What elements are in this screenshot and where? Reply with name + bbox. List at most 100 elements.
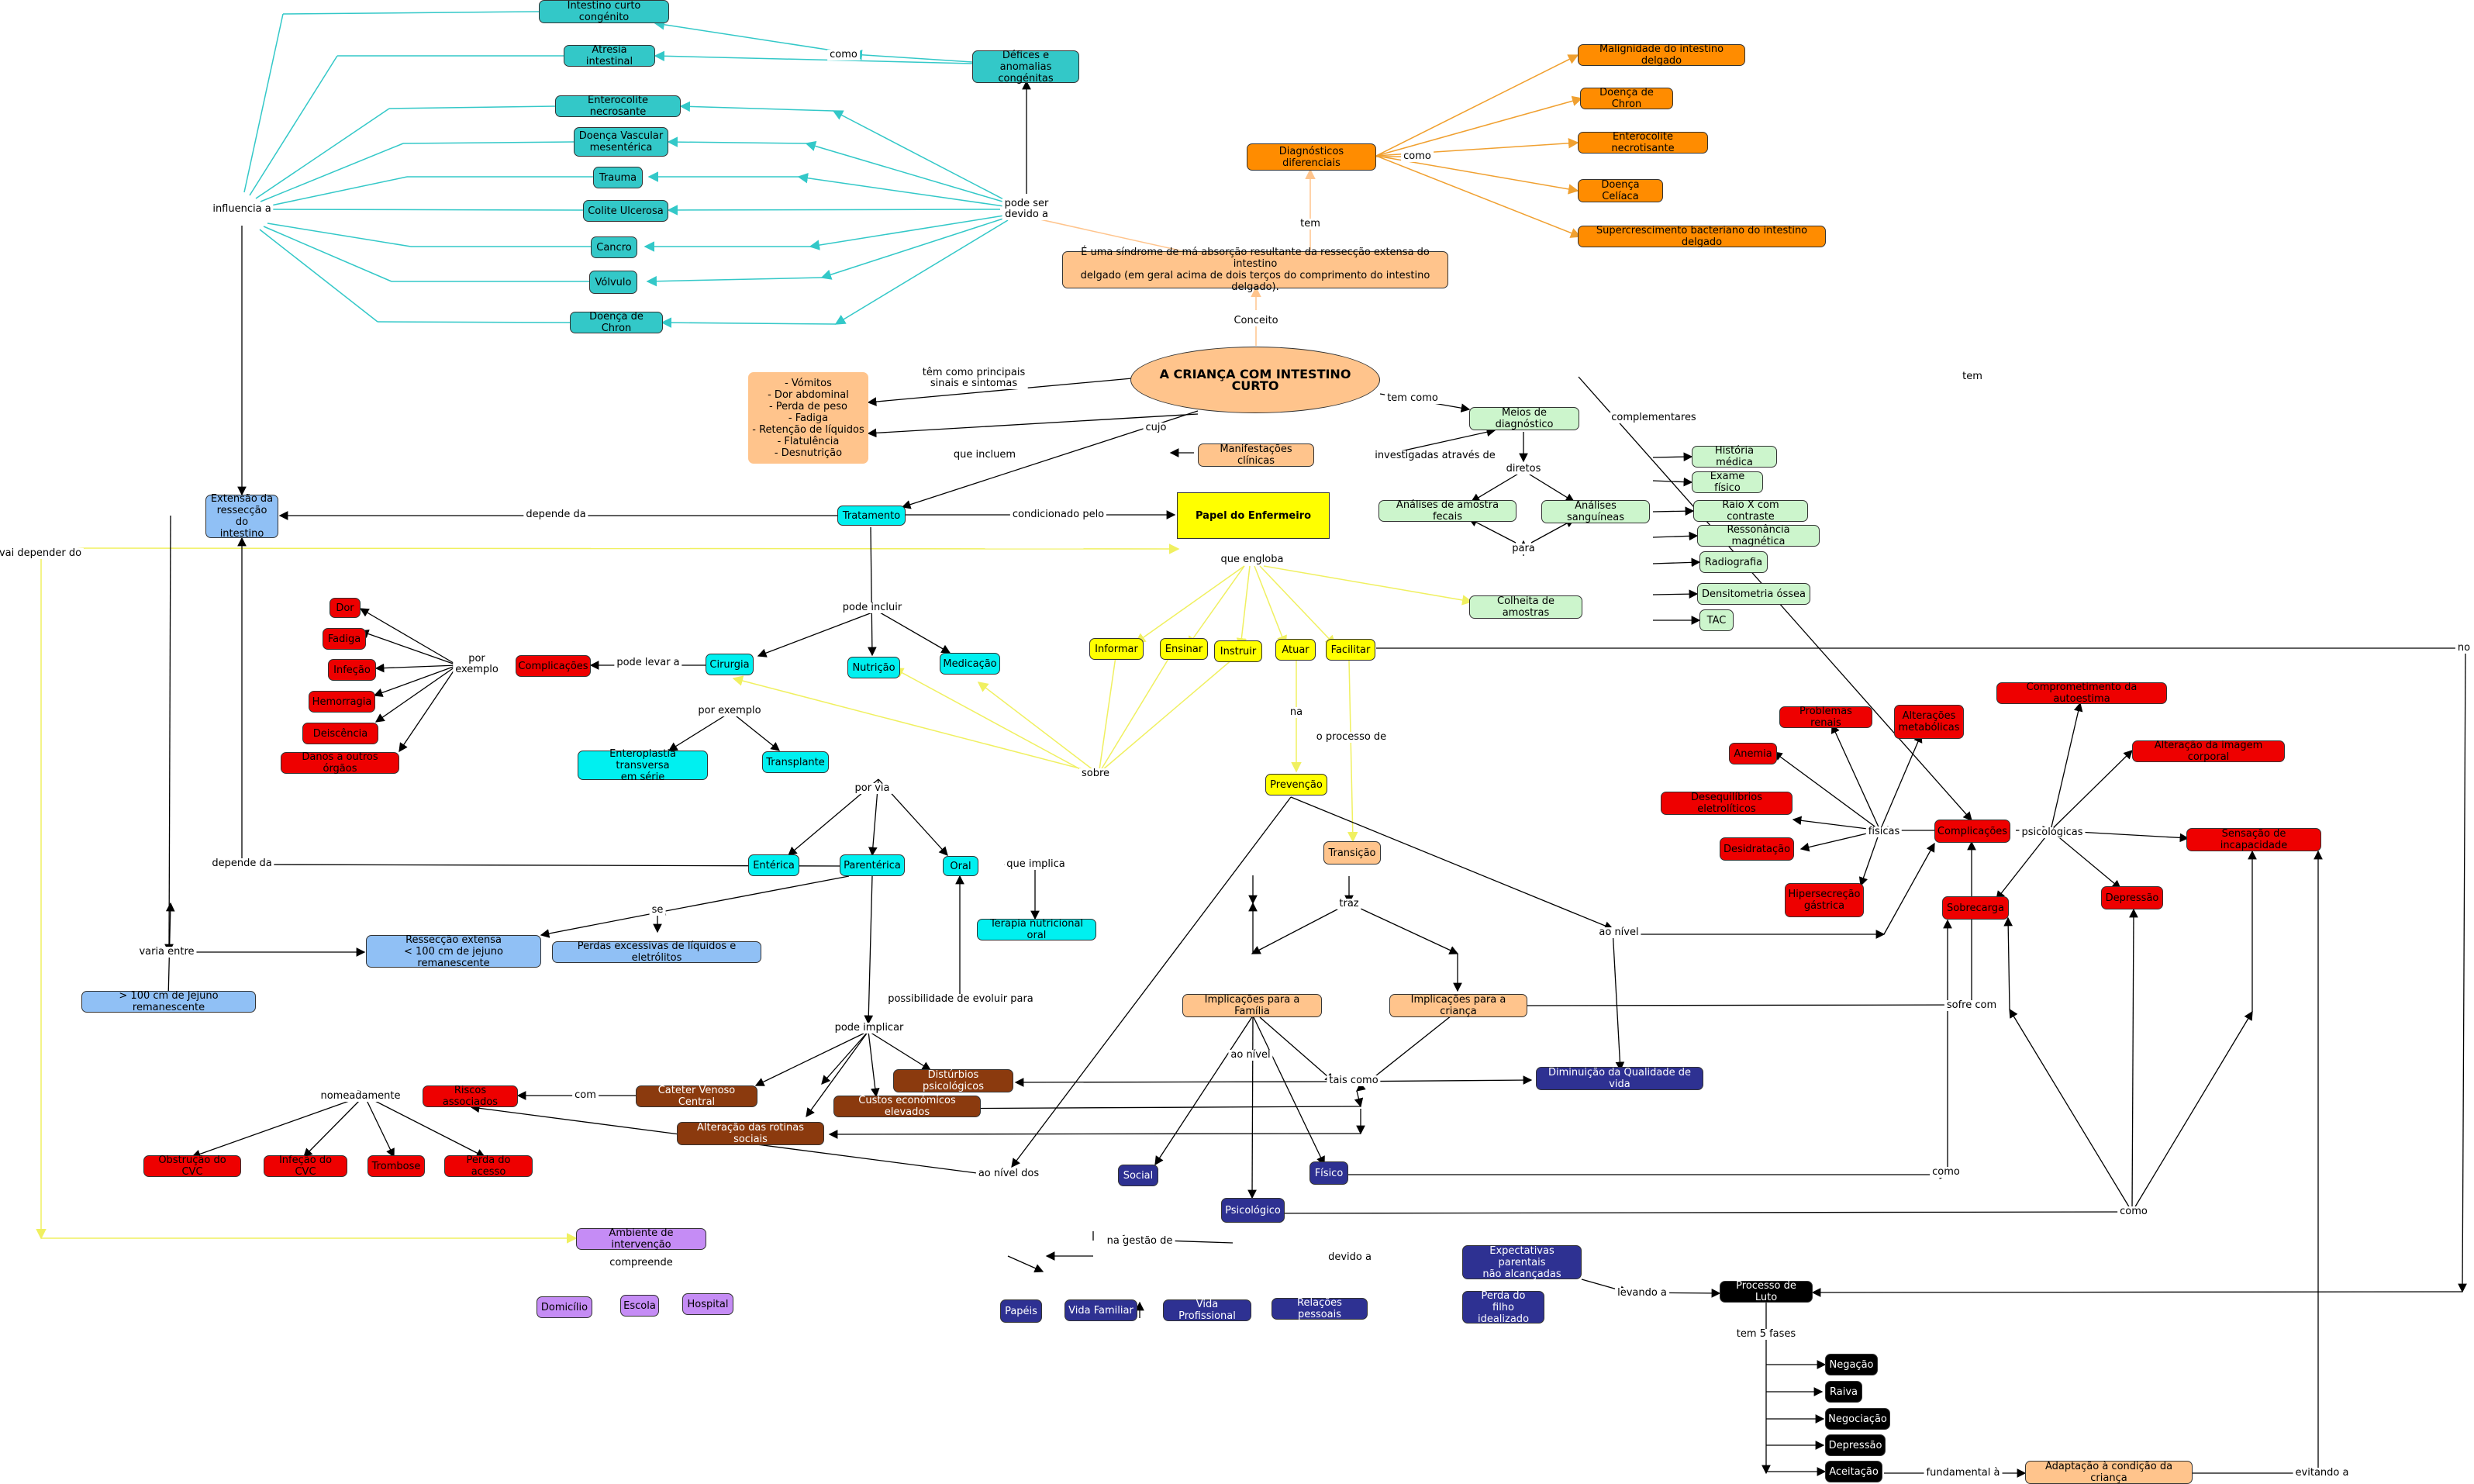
- node-anemia[interactable]: Anemia: [1729, 743, 1777, 764]
- node-transplante[interactable]: Transplante: [762, 751, 829, 773]
- node-adaptacao[interactable]: Adaptação à condição da criança: [2025, 1461, 2193, 1484]
- node-colite-ulcerosa[interactable]: Colite Ulcerosa: [583, 200, 668, 222]
- node-raiva[interactable]: Raiva: [1825, 1381, 1862, 1403]
- node-ambiente-intervencao[interactable]: Ambiente de intervenção: [576, 1227, 706, 1251]
- node-vida-profissional[interactable]: Vida Profissional: [1163, 1299, 1251, 1322]
- node-atresia-intestinal[interactable]: Atresia intestinal: [564, 44, 655, 67]
- node-infecao-cirurgia[interactable]: Infeção: [328, 659, 376, 681]
- node-negacao[interactable]: Negação: [1825, 1354, 1878, 1375]
- node-resseccao-extensa[interactable]: Ressecção extensa < 100 cm de jejuno rem…: [366, 934, 541, 969]
- node-desidratacao[interactable]: Desidratação: [1720, 837, 1794, 861]
- node-papel-enfermeiro[interactable]: Papel do Enfermeiro: [1177, 492, 1330, 539]
- node-aceitacao[interactable]: Aceitação: [1825, 1461, 1882, 1482]
- node-alteracao-imagem[interactable]: Alteração da imagem corporal: [2132, 740, 2285, 763]
- node-exame-fisico[interactable]: Exame físico: [1692, 471, 1763, 494]
- node-facilitar[interactable]: Facilitar: [1326, 639, 1375, 661]
- node-definicao[interactable]: É uma síndrome de má absorção resultante…: [1062, 247, 1448, 293]
- node-hospital[interactable]: Hospital: [682, 1293, 733, 1315]
- node-cancro[interactable]: Cancro: [591, 236, 637, 258]
- node-alteracao-rotinas[interactable]: Alteração das rotinas sociais: [677, 1122, 824, 1145]
- node-analises-sanguineas[interactable]: Análises sanguíneas: [1541, 500, 1650, 523]
- node-expectativas-parentais[interactable]: Expectativas parentais não alcançadas: [1462, 1245, 1582, 1280]
- node-comprometimento-autoestima[interactable]: Comprometimento da autoestima: [1996, 682, 2167, 705]
- node-doenca-de-chron-teal[interactable]: Doença de Chron: [570, 311, 663, 334]
- node-enterocolite-necrosante[interactable]: Enterocolite necrosante: [555, 95, 681, 118]
- node-tratamento[interactable]: Tratamento: [837, 506, 906, 526]
- node-extensao-resseccao[interactable]: Extensão da ressecção do intestino: [205, 493, 278, 540]
- node-desequilibrios-eletroliticos[interactable]: Desequilíbrios eletrolíticos: [1661, 792, 1793, 815]
- node-trauma[interactable]: Trauma: [593, 167, 643, 188]
- node-infecao-cvc[interactable]: Infeção do CVC: [264, 1154, 347, 1178]
- node-nutricao[interactable]: Nutrição: [847, 657, 900, 678]
- node-trombose[interactable]: Trombose: [367, 1155, 425, 1177]
- node-psicologico[interactable]: Psicológico: [1221, 1198, 1285, 1223]
- node-perdas-excessivas[interactable]: Perdas excessivas de líquidos e eletróli…: [552, 940, 761, 964]
- node-complicacoes-cirurgia[interactable]: Complicações: [516, 655, 591, 677]
- node-malignidade[interactable]: Malignidade do intestino delgado: [1578, 43, 1745, 67]
- node-problemas-renais[interactable]: Problemas renais: [1779, 706, 1872, 729]
- node-enterocolite-necrotisante[interactable]: Enterocolite necrotisante: [1578, 131, 1708, 154]
- node-raio-x[interactable]: Raio X com contraste: [1693, 499, 1808, 523]
- node-prevencao[interactable]: Prevenção: [1265, 774, 1327, 795]
- node-riscos-associados[interactable]: Riscos associados: [423, 1085, 518, 1108]
- node-disturbios-psicologicos[interactable]: Distúrbios psicológicos: [893, 1069, 1013, 1092]
- node-social[interactable]: Social: [1118, 1165, 1158, 1186]
- node-sensacao-incapacidade[interactable]: Sensação de incapacidade: [2186, 828, 2321, 851]
- node-historia-medica[interactable]: História médica: [1692, 445, 1777, 468]
- node-diagnosticos-diferenciais[interactable]: Diagnósticos diferenciais: [1247, 143, 1376, 171]
- node-dor[interactable]: Dor: [330, 598, 361, 618]
- node-fisico[interactable]: Físico: [1309, 1161, 1348, 1185]
- node-qualidade-vida[interactable]: Diminuição da Qualidade de vida: [1536, 1067, 1703, 1090]
- node-medicacao[interactable]: Medicação: [940, 653, 1000, 675]
- node-intestino-curto-congenito[interactable]: Intestino curto congénito: [539, 0, 669, 23]
- node-sintomas[interactable]: - Vómitos - Dor abdominal - Perda de pes…: [748, 372, 868, 464]
- node-negociacao[interactable]: Negociação: [1825, 1408, 1890, 1430]
- node-enterica[interactable]: Entérica: [748, 854, 799, 876]
- node-densitometria[interactable]: Densitometria óssea: [1697, 583, 1810, 605]
- node-volvulo[interactable]: Vólvulo: [589, 271, 637, 294]
- node-instruir[interactable]: Instruir: [1214, 640, 1262, 662]
- node-fadiga[interactable]: Fadiga: [323, 628, 366, 650]
- node-perda-acesso[interactable]: Perda do acesso: [444, 1154, 533, 1178]
- node-obstrucao-cvc[interactable]: Obstrução do CVC: [143, 1154, 241, 1178]
- node-enteroplastia[interactable]: Enteroplastia transversa em série: [578, 748, 708, 783]
- node-crianca-intestino-curto[interactable]: A CRIANÇA COM INTESTINO CURTO: [1130, 347, 1380, 413]
- node-vida-familiar[interactable]: Vida Familiar: [1064, 1299, 1137, 1321]
- node-complicacoes-clinicas[interactable]: Complicações: [1934, 820, 2010, 843]
- node-mais-100cm[interactable]: > 100 cm de Jejuno remanescente: [81, 990, 256, 1013]
- node-analises-fecais[interactable]: Análises de amostra fecais: [1378, 499, 1516, 523]
- node-relacoes-pessoais[interactable]: Relações pessoais: [1272, 1297, 1368, 1320]
- node-depressao-black[interactable]: Depressão: [1825, 1434, 1886, 1456]
- node-terapia-oral[interactable]: Terapia nutricional oral: [977, 918, 1096, 941]
- node-alteracoes-metabolicas[interactable]: Alterações metabólicas: [1894, 705, 1964, 739]
- node-implicacoes-crianca[interactable]: Implicações para a criança: [1389, 994, 1527, 1017]
- node-cateter-venoso[interactable]: Cateter Venoso Central: [636, 1085, 757, 1108]
- node-ressonancia[interactable]: Ressonância magnética: [1697, 524, 1820, 547]
- node-radiografia[interactable]: Radiografia: [1699, 551, 1768, 573]
- node-sobrecarga[interactable]: Sobrecarga: [1942, 896, 2009, 920]
- node-depressao-red[interactable]: Depressão: [2101, 886, 2163, 909]
- node-domicilio[interactable]: Domicílio: [537, 1296, 592, 1318]
- node-manifestacoes-clinicas[interactable]: Manifestações clínicas: [1198, 443, 1314, 467]
- node-custos-economicos[interactable]: Custos económicos elevados: [833, 1095, 981, 1118]
- node-papeis[interactable]: Papéis: [1000, 1299, 1042, 1323]
- node-transicao[interactable]: Transição: [1323, 841, 1381, 865]
- node-implicacoes-familia[interactable]: Implicações para a Família: [1182, 994, 1322, 1017]
- node-hipersecrecao-gastrica[interactable]: Hipersecreção gástrica: [1785, 883, 1864, 917]
- node-ensinar[interactable]: Ensinar: [1160, 638, 1208, 660]
- node-deiscencia[interactable]: Deiscência: [302, 723, 378, 744]
- node-meios-diagnostico[interactable]: Meios de diagnóstico: [1469, 407, 1579, 430]
- node-danos-orgaos[interactable]: Danos a outros órgãos: [281, 751, 399, 775]
- node-atuar[interactable]: Atuar: [1275, 639, 1316, 661]
- node-informar[interactable]: Informar: [1089, 638, 1144, 660]
- node-defices-anomalias[interactable]: Défices e anomalias congénitas: [972, 50, 1079, 85]
- node-doenca-celiaca[interactable]: Doença Celíaca: [1578, 179, 1663, 202]
- node-hemorragia[interactable]: Hemorragia: [309, 691, 375, 713]
- node-colheita-amostras[interactable]: Colheita de amostras: [1469, 595, 1582, 619]
- node-supercrescimento[interactable]: Supercrescimento bacteriano do intestino…: [1578, 225, 1826, 248]
- node-doenca-de-chron-orange[interactable]: Doença de Chron: [1580, 87, 1673, 110]
- node-parenterica[interactable]: Parentérica: [840, 854, 905, 876]
- node-cirurgia[interactable]: Cirurgia: [706, 654, 754, 675]
- node-tac[interactable]: TAC: [1699, 609, 1734, 631]
- node-perda-filho-idealizado[interactable]: Perda do filho idealizado: [1462, 1290, 1544, 1325]
